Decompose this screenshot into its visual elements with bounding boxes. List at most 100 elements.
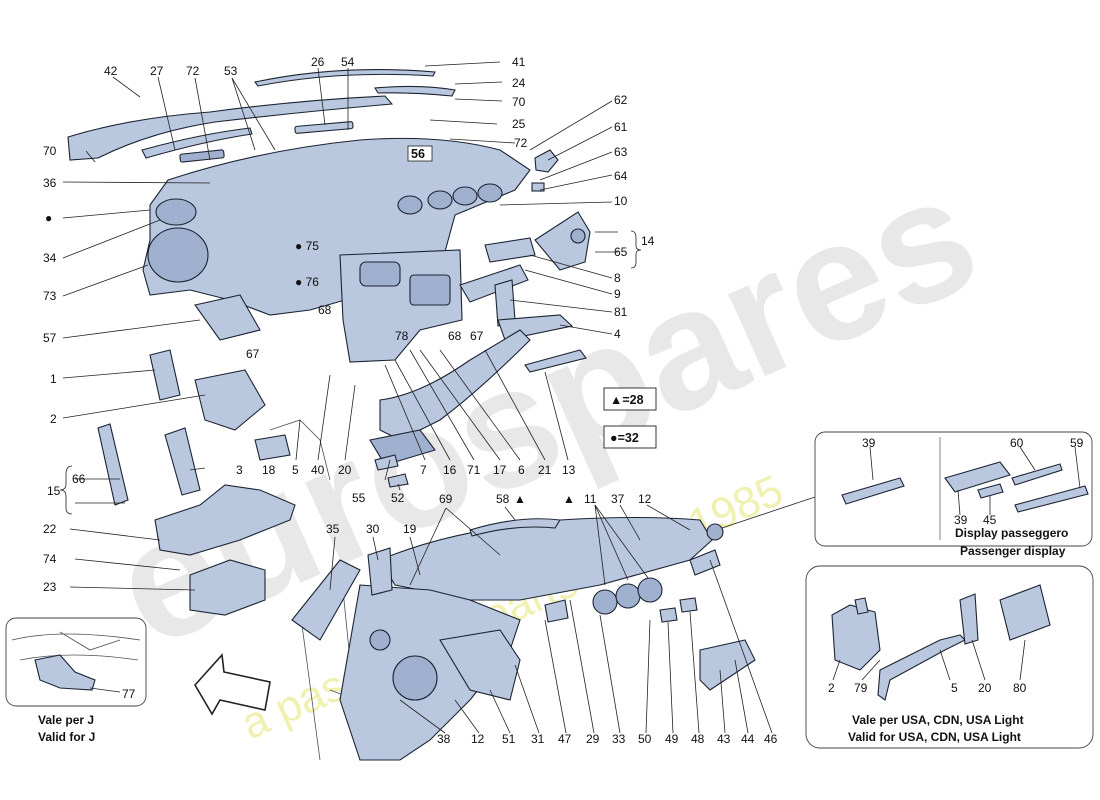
callout: 30	[366, 522, 380, 536]
assembled-dashboard	[291, 516, 756, 761]
callout: 12	[638, 492, 652, 506]
callout: 26	[311, 55, 325, 69]
callout: 62	[614, 93, 628, 107]
callout: 7	[420, 463, 427, 477]
callout: 44	[741, 732, 755, 746]
callout: 20	[338, 463, 352, 477]
callout: 58	[496, 492, 510, 506]
callout: 37	[611, 492, 625, 506]
callout: 15	[47, 484, 61, 498]
callout: 29	[586, 732, 600, 746]
inset-number: 5	[951, 681, 958, 695]
callout: 11	[584, 492, 597, 506]
callout: 78	[395, 329, 409, 343]
callout: 33	[612, 732, 626, 746]
inset-usa: 2 79 5 20 80 Vale per USA, CDN, USA Ligh…	[805, 565, 1094, 749]
callout: 71	[467, 463, 481, 477]
callout: 8	[614, 271, 621, 285]
callout-labels: 42 27 72 53 26 5 4 41 24 70 25 62 61 63 6…	[43, 55, 778, 746]
inset-title-en: Valid for J	[38, 730, 95, 744]
callout: 12	[471, 732, 485, 746]
callout: 67	[470, 329, 484, 343]
callout: 23	[43, 580, 57, 594]
callout: 48	[691, 732, 705, 746]
callout: ▲	[563, 492, 575, 506]
legend-text: =28	[622, 393, 643, 407]
legend-text: =32	[618, 431, 639, 445]
callout: 1	[50, 372, 57, 386]
svg-text:●=32: ●=32	[610, 431, 639, 445]
callout: 70	[512, 95, 526, 109]
callout: 42	[104, 64, 118, 78]
callout: 14	[641, 234, 655, 248]
callout: 73	[43, 289, 57, 303]
callout: 19	[403, 522, 417, 536]
callout: 51	[502, 732, 516, 746]
callout: 57	[43, 331, 57, 345]
callout: ▲	[514, 492, 526, 506]
svg-text:▲=28: ▲=28	[610, 393, 644, 407]
legend-symbol: ▲	[610, 393, 622, 407]
callout: 72	[186, 64, 200, 78]
callout: 40	[311, 463, 325, 477]
inset-number: 20	[978, 681, 992, 695]
callout: 38	[437, 732, 451, 746]
callout: ● 76	[295, 275, 319, 289]
callout: 46	[764, 732, 778, 746]
legend: ▲=28 ●=32	[603, 387, 657, 449]
callout: 18	[262, 463, 276, 477]
inset-title-it: Vale per USA, CDN, USA Light	[852, 713, 1024, 727]
callout: 10	[614, 194, 628, 208]
callout: 35	[326, 522, 340, 536]
callout: 27	[150, 64, 164, 78]
callout: 68	[448, 329, 462, 343]
callout: 53	[224, 64, 238, 78]
callout: 31	[531, 732, 545, 746]
callout: 55	[352, 491, 366, 505]
inset-title-it: Display passeggero	[955, 526, 1068, 540]
callout: 22	[43, 522, 57, 536]
callout: 9	[614, 287, 621, 301]
inset-number: 77	[122, 687, 136, 701]
callout: 43	[717, 732, 731, 746]
inset-number: 60	[1010, 436, 1024, 450]
callout: 24	[512, 76, 526, 90]
inset-number: 2	[828, 681, 835, 695]
inset-title-en: Passenger display	[960, 544, 1066, 558]
callout: 4	[614, 327, 621, 341]
callout: 50	[638, 732, 652, 746]
inset-title-it: Vale per J	[38, 713, 94, 727]
callout: 63	[614, 145, 628, 159]
callout: 72	[514, 136, 528, 150]
callout: 65	[614, 245, 628, 259]
callout: 13	[562, 463, 576, 477]
inset-number: 39	[954, 513, 968, 527]
callout: 5	[292, 463, 299, 477]
callout: 67	[246, 347, 260, 361]
callout: 69	[439, 492, 453, 506]
callout: 25	[512, 117, 526, 131]
callout: 70	[43, 144, 57, 158]
inset-title-en: Valid for USA, CDN, USA Light	[848, 730, 1021, 744]
callout: 81	[614, 305, 628, 319]
callout: 64	[614, 169, 628, 183]
callout: 52	[391, 491, 405, 505]
callout: 68	[318, 303, 332, 317]
inset-number: 79	[854, 681, 868, 695]
inset-number: 59	[1070, 436, 1084, 450]
callout: 61	[614, 120, 628, 134]
upper-assembly	[67, 69, 591, 616]
callout: 17	[493, 463, 507, 477]
callout: 74	[43, 552, 57, 566]
callout: 41	[512, 55, 526, 69]
callout: 66	[72, 472, 86, 486]
inset-number: 39	[862, 436, 876, 450]
callout: ●	[45, 211, 52, 225]
callout: 36	[43, 176, 57, 190]
callout: 21	[538, 463, 552, 477]
callout: ● 75	[295, 239, 319, 253]
callout: 16	[443, 463, 457, 477]
legend-symbol: ●	[610, 431, 618, 445]
callout: 47	[558, 732, 572, 746]
